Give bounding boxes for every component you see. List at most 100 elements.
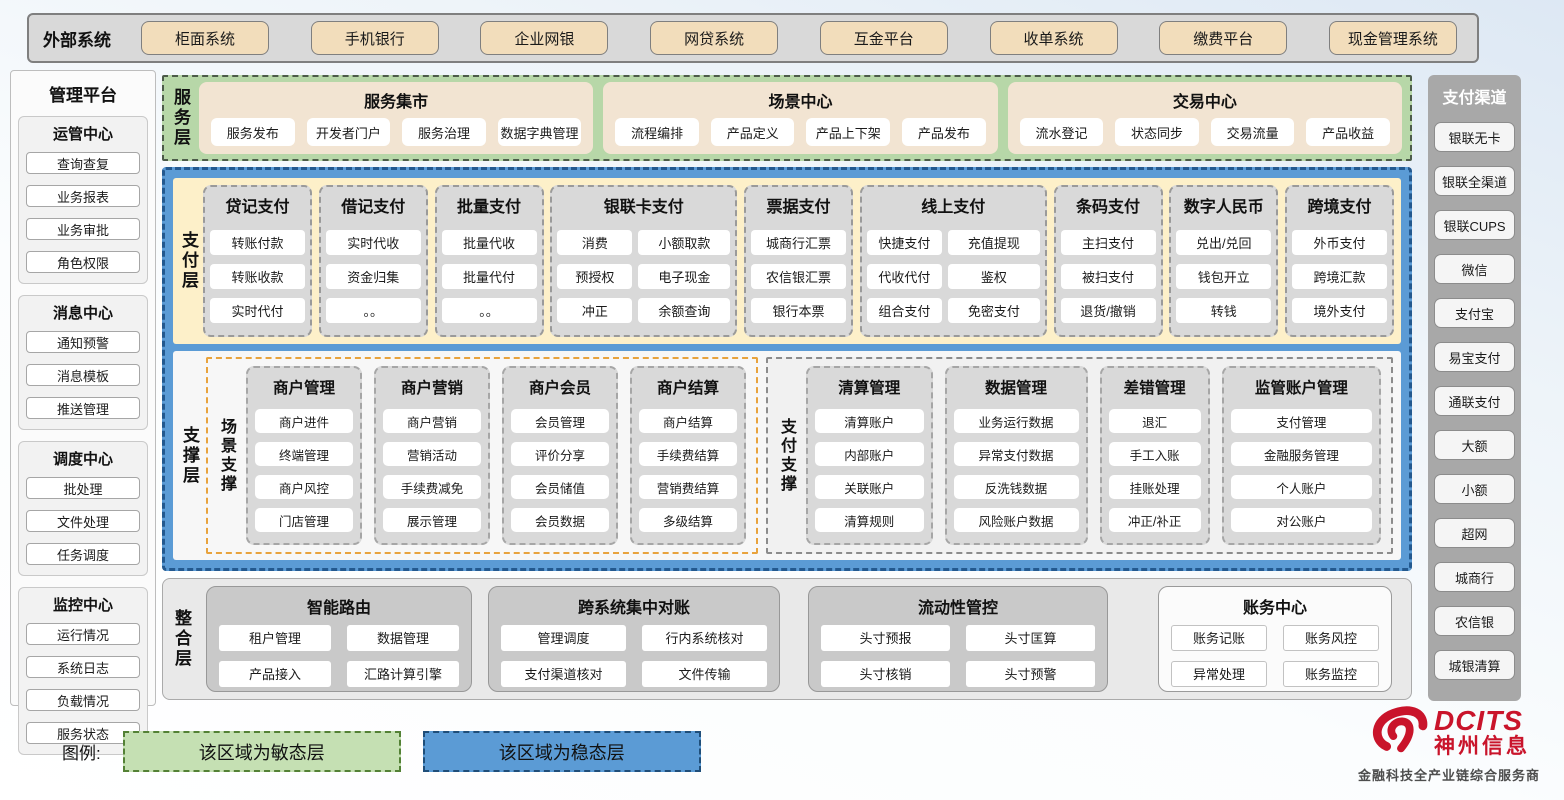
service-item-button[interactable]: 数据字典管理	[497, 118, 582, 146]
integration-item-button[interactable]: 管理调度	[501, 624, 626, 651]
payment-item-button[interactable]: 退货/撤销	[1060, 297, 1156, 323]
support-item-button[interactable]: 手续费结算	[639, 442, 737, 466]
support-item-button[interactable]: 营销费结算	[639, 475, 737, 499]
payment-item-button[interactable]: 转账收款	[210, 263, 305, 289]
service-item-button[interactable]: 流水登记	[1019, 118, 1104, 146]
management-item-button[interactable]: 推送管理	[26, 397, 140, 419]
payment-item-button[interactable]: 批量代收	[441, 229, 537, 255]
integration-item-button[interactable]: 支付渠道核对	[501, 660, 626, 687]
integration-item-button[interactable]: 异常处理	[1171, 660, 1267, 687]
support-item-button[interactable]: 挂账处理	[1108, 475, 1201, 499]
service-item-button[interactable]: 流程编排	[615, 118, 699, 146]
support-item-button[interactable]: 清算账户	[815, 409, 924, 433]
payment-channel-button[interactable]: 银联无卡	[1434, 122, 1515, 152]
integration-item-button[interactable]: 头寸预报	[821, 624, 950, 651]
support-item-button[interactable]: 异常支付数据	[953, 442, 1079, 466]
integration-item-button[interactable]: 头寸核销	[821, 660, 950, 687]
management-item-button[interactable]: 通知预警	[26, 331, 140, 353]
payment-item-button[interactable]: 外币支付	[1292, 229, 1387, 255]
support-item-button[interactable]: 商户进件	[255, 409, 353, 433]
payment-item-button[interactable]: 组合支付	[866, 297, 942, 323]
integration-item-button[interactable]: 头寸预警	[966, 660, 1095, 687]
payment-item-button[interactable]: 转账付款	[210, 229, 305, 255]
support-item-button[interactable]: 手工入账	[1108, 442, 1201, 466]
integration-item-button[interactable]: 文件传输	[642, 660, 767, 687]
payment-channel-button[interactable]: 通联支付	[1434, 386, 1515, 416]
payment-item-button[interactable]: 转钱	[1176, 297, 1272, 323]
support-item-button[interactable]: 内部账户	[815, 442, 924, 466]
payment-item-button[interactable]: 主扫支付	[1060, 229, 1156, 255]
service-item-button[interactable]: 产品发布	[902, 118, 986, 146]
payment-channel-button[interactable]: 大额	[1434, 430, 1515, 460]
management-item-button[interactable]: 查询查复	[26, 152, 140, 174]
payment-item-button[interactable]: 钱包开立	[1176, 263, 1272, 289]
payment-item-button[interactable]: 兑出/兑回	[1176, 229, 1272, 255]
payment-channel-button[interactable]: 农信银	[1434, 606, 1515, 636]
management-item-button[interactable]: 文件处理	[26, 510, 140, 532]
service-item-button[interactable]: 服务发布	[211, 118, 295, 146]
support-item-button[interactable]: 退汇	[1108, 409, 1201, 433]
support-item-button[interactable]: 关联账户	[815, 475, 924, 499]
payment-item-button[interactable]: 预授权	[557, 263, 633, 289]
payment-item-button[interactable]: 跨境汇款	[1292, 263, 1387, 289]
external-system-button[interactable]: 手机银行	[310, 21, 439, 55]
support-item-button[interactable]: 个人账户	[1230, 475, 1372, 499]
payment-item-button[interactable]: 电子现金	[638, 263, 731, 289]
payment-item-button[interactable]: 实时代收	[325, 229, 421, 255]
support-item-button[interactable]: 风险账户数据	[953, 508, 1079, 532]
payment-item-button[interactable]: 代收代付	[866, 263, 942, 289]
payment-channel-button[interactable]: 易宝支付	[1434, 342, 1515, 372]
integration-item-button[interactable]: 数据管理	[347, 624, 459, 651]
management-item-button[interactable]: 系统日志	[26, 656, 140, 678]
payment-item-button[interactable]: 实时代付	[210, 297, 305, 323]
external-system-button[interactable]: 互金平台	[819, 21, 948, 55]
support-item-button[interactable]: 手续费减免	[383, 475, 481, 499]
service-item-button[interactable]: 产品定义	[710, 118, 795, 146]
support-item-button[interactable]: 业务运行数据	[953, 409, 1079, 433]
integration-item-button[interactable]: 账务监控	[1283, 660, 1379, 687]
support-item-button[interactable]: 会员数据	[511, 508, 609, 532]
support-item-button[interactable]: 展示管理	[383, 508, 481, 532]
integration-item-button[interactable]: 产品接入	[219, 660, 331, 687]
payment-item-button[interactable]: 鉴权	[947, 263, 1040, 289]
payment-item-button[interactable]: 快捷支付	[866, 229, 942, 255]
payment-item-button[interactable]: 批量代付	[441, 263, 537, 289]
payment-item-button[interactable]: 银行本票	[751, 297, 846, 323]
support-item-button[interactable]: 商户结算	[639, 409, 737, 433]
external-system-button[interactable]: 柜面系统	[141, 21, 269, 55]
service-item-button[interactable]: 状态同步	[1115, 118, 1199, 146]
management-item-button[interactable]: 服务状态	[26, 722, 140, 744]
support-item-button[interactable]: 商户风控	[255, 475, 353, 499]
payment-item-button[interactable]: 冲正	[557, 297, 633, 323]
management-item-button[interactable]: 角色权限	[26, 251, 140, 273]
management-item-button[interactable]: 负载情况	[26, 689, 140, 711]
external-system-button[interactable]: 缴费平台	[1159, 21, 1288, 55]
support-item-button[interactable]: 多级结算	[639, 508, 737, 532]
payment-channel-button[interactable]: 城银清算	[1434, 650, 1515, 680]
integration-item-button[interactable]: 头寸匡算	[966, 624, 1095, 651]
external-system-button[interactable]: 企业网银	[480, 21, 609, 55]
support-item-button[interactable]: 门店管理	[255, 508, 353, 532]
payment-item-button[interactable]: 境外支付	[1292, 297, 1387, 323]
support-item-button[interactable]: 会员管理	[511, 409, 609, 433]
payment-item-button[interactable]: 农信银汇票	[751, 263, 846, 289]
payment-channel-button[interactable]: 银联全渠道	[1434, 166, 1515, 196]
payment-item-button[interactable]: 消费	[557, 229, 633, 255]
support-item-button[interactable]: 评价分享	[511, 442, 609, 466]
service-item-button[interactable]: 开发者门户	[306, 118, 391, 146]
integration-item-button[interactable]: 账务记账	[1171, 624, 1267, 651]
management-item-button[interactable]: 业务报表	[26, 185, 140, 207]
support-item-button[interactable]: 会员储值	[511, 475, 609, 499]
service-item-button[interactable]: 产品收益	[1306, 118, 1390, 146]
management-item-button[interactable]: 业务审批	[26, 218, 140, 240]
support-item-button[interactable]: 清算规则	[815, 508, 924, 532]
payment-item-button[interactable]: 资金归集	[325, 263, 421, 289]
support-item-button[interactable]: 冲正/补正	[1108, 508, 1201, 532]
payment-item-button[interactable]: 。。	[441, 297, 537, 323]
support-item-button[interactable]: 支付管理	[1230, 409, 1372, 433]
payment-item-button[interactable]: 余额查询	[638, 297, 731, 323]
service-item-button[interactable]: 交易流量	[1210, 118, 1295, 146]
payment-channel-button[interactable]: 超网	[1434, 518, 1515, 548]
support-item-button[interactable]: 反洗钱数据	[953, 475, 1079, 499]
support-item-button[interactable]: 商户营销	[383, 409, 481, 433]
